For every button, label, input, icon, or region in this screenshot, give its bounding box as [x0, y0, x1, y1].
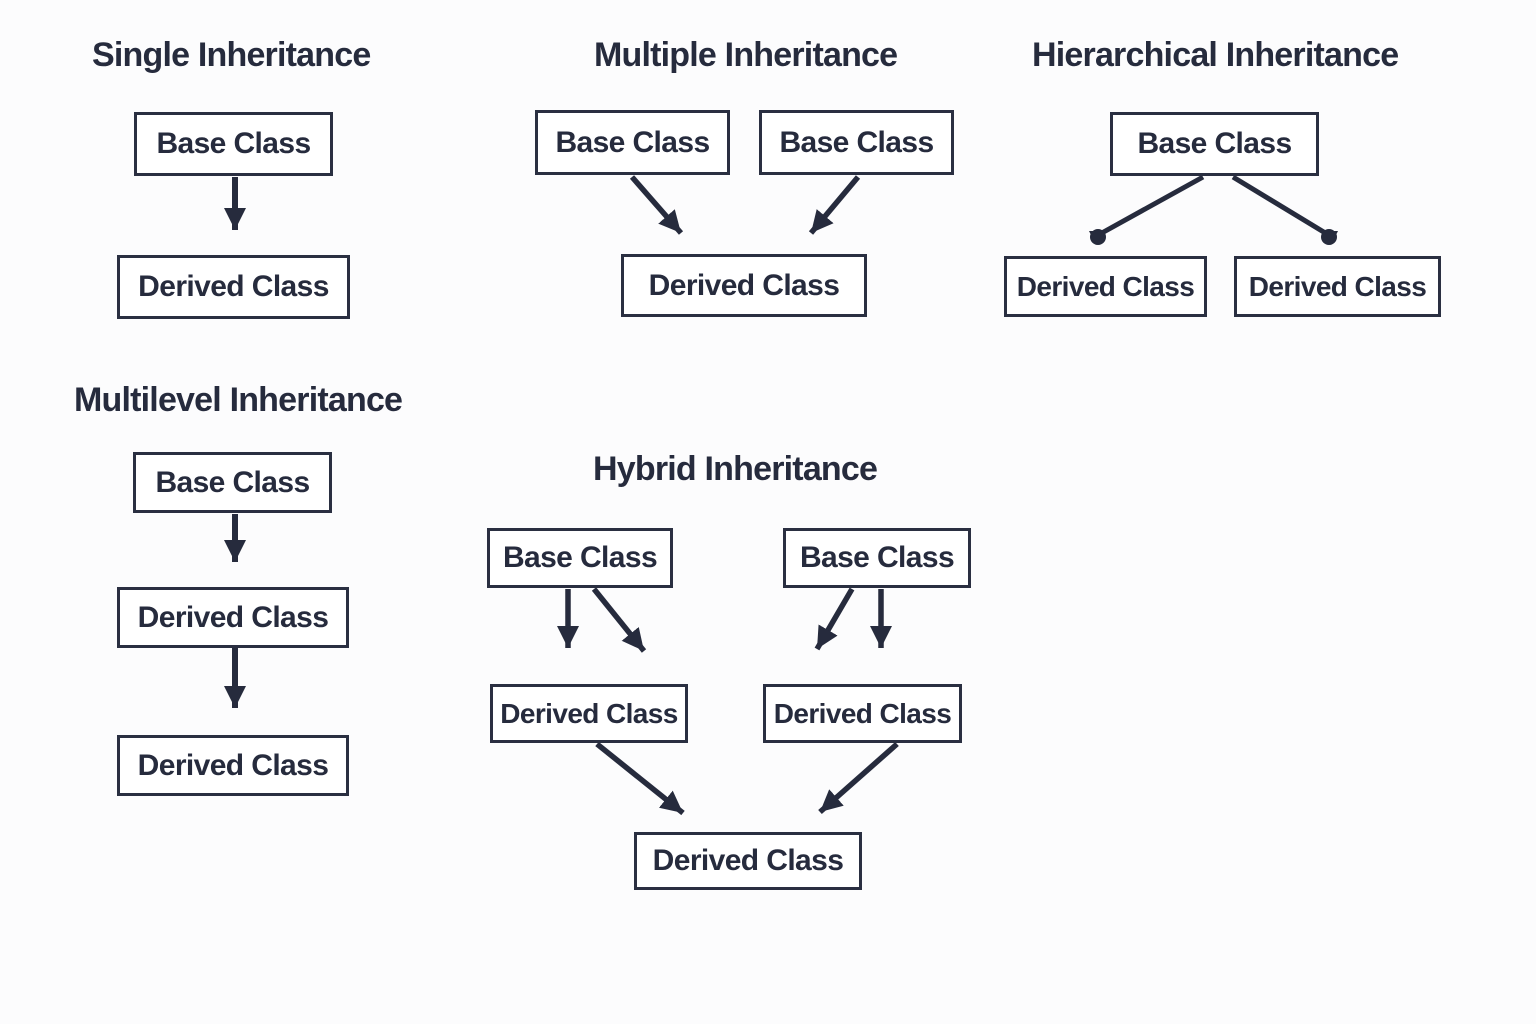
multiple-base-class-left-box: Base Class [535, 110, 730, 175]
arrow-hybrid-baseleft-diag [591, 587, 647, 653]
hybrid-base-class-right-box: Base Class [783, 528, 971, 588]
single-derived-class-box: Derived Class [117, 255, 350, 319]
multilevel-inheritance-title: Multilevel Inheritance [74, 381, 403, 419]
multilevel-derived-class-mid-box: Derived Class [117, 587, 349, 648]
arrow-multiple-baseleft-to-derived [629, 175, 684, 235]
multilevel-base-class-box: Base Class [133, 452, 332, 513]
hybrid-derived-class-bottom-box: Derived Class [634, 832, 862, 890]
hierarchical-base-class-box: Base Class [1110, 112, 1319, 176]
arrow-hierarchical-right-blob [1321, 229, 1337, 245]
arrow-hierarchical-base-to-derivedright [1231, 174, 1329, 237]
hybrid-derived-class-left-box: Derived Class [490, 684, 688, 743]
hierarchical-inheritance-title: Hierarchical Inheritance [1032, 36, 1399, 74]
multiple-inheritance-title: Multiple Inheritance [594, 36, 898, 74]
arrow-hierarchical-base-to-derivedleft [1098, 174, 1205, 237]
hierarchical-derived-class-right-box: Derived Class [1234, 256, 1441, 317]
hierarchical-derived-class-left-box: Derived Class [1004, 256, 1207, 317]
single-base-class-box: Base Class [134, 112, 333, 176]
single-inheritance-title: Single Inheritance [92, 36, 371, 74]
arrow-multiple-baseright-to-derived [808, 175, 861, 235]
multilevel-derived-class-bottom-box: Derived Class [117, 735, 349, 796]
arrow-hybrid-derivedright-to-bottom [818, 741, 899, 815]
arrow-hierarchical-left-blob [1090, 229, 1106, 245]
multiple-base-class-right-box: Base Class [759, 110, 954, 175]
hybrid-derived-class-right-box: Derived Class [763, 684, 962, 743]
hybrid-base-class-left-box: Base Class [487, 528, 673, 588]
arrow-hybrid-derivedleft-to-bottom [595, 741, 685, 816]
hybrid-inheritance-title: Hybrid Inheritance [593, 450, 878, 488]
arrow-hybrid-baseright-diag [814, 587, 855, 651]
multiple-derived-class-box: Derived Class [621, 254, 867, 317]
